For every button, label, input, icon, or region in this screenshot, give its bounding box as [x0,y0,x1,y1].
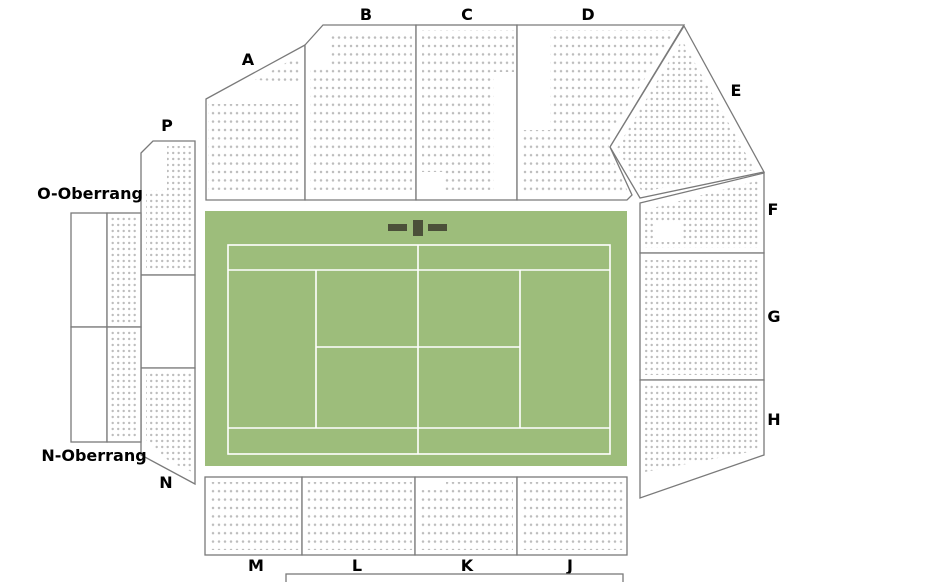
section-p[interactable] [140,140,196,276]
section-label-n: N [159,473,172,492]
section-label-f: F [768,200,779,219]
section-d[interactable] [516,24,686,201]
section-f[interactable] [639,172,765,254]
section-j[interactable] [516,476,628,556]
section-h[interactable] [639,379,765,499]
section-c[interactable] [415,24,518,201]
section-n-oberrang[interactable] [70,326,142,443]
section-e[interactable] [609,24,765,199]
section-label-j: J [566,556,573,575]
umpire-chair-icon [388,220,447,236]
section-label-m: M [248,556,264,575]
section-label-b: B [360,5,372,24]
tennis-court [205,211,627,466]
section-label-n-oberrang: N-Oberrang [41,446,146,465]
section-label-l: L [352,556,362,575]
section-a[interactable] [205,43,306,201]
section-label-h: H [767,410,780,429]
section-m[interactable] [204,476,303,556]
bottom-upper-section[interactable] [285,573,624,582]
section-label-p: P [161,116,173,135]
section-label-k: K [461,556,474,575]
section-label-d: D [581,5,594,24]
section-empty-left[interactable] [140,274,196,369]
section-o-oberrang[interactable] [70,212,142,328]
section-label-g: G [767,307,780,326]
section-label-a: A [242,50,255,69]
section-k[interactable] [414,476,518,556]
section-g[interactable] [639,252,765,381]
section-label-c: C [461,5,473,24]
section-l[interactable] [301,476,416,556]
section-label-o-oberrang: O-Oberrang [37,184,143,203]
section-n[interactable] [140,367,196,486]
section-b[interactable] [304,24,417,201]
section-label-e: E [731,81,742,100]
